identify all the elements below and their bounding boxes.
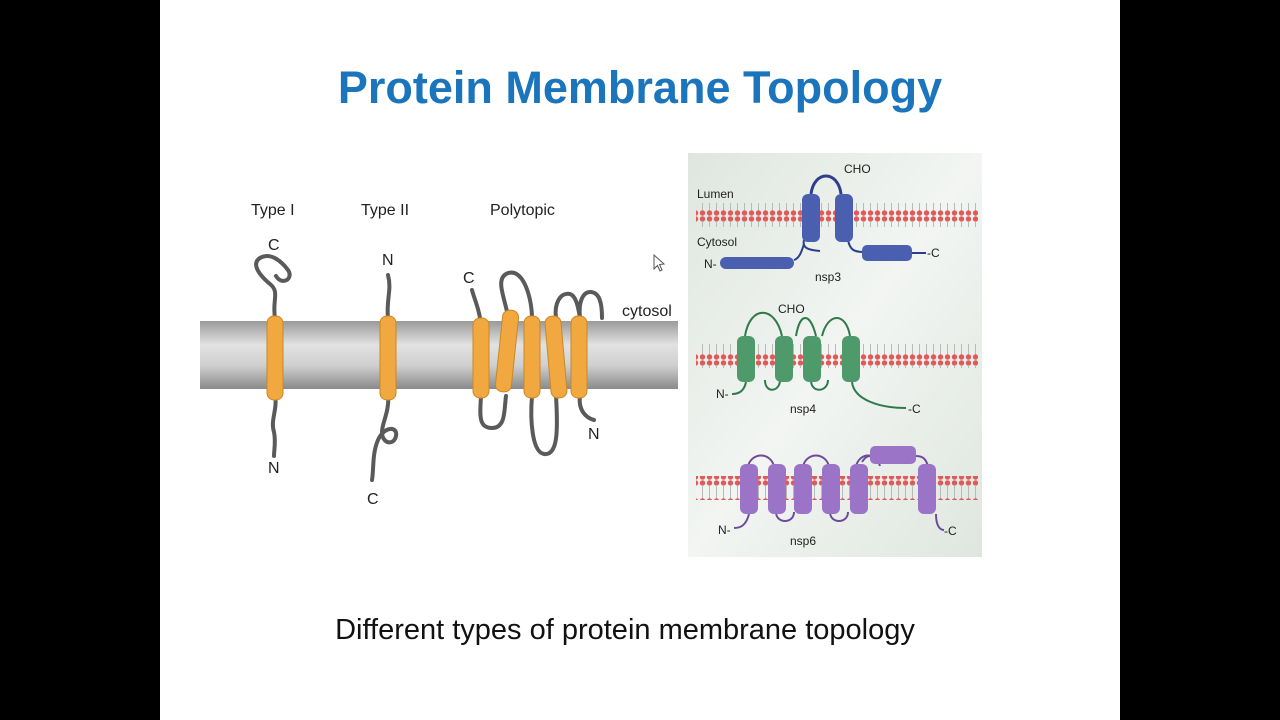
nsp4-glyco-label: CHO (778, 302, 805, 316)
mouse-cursor-icon (653, 253, 666, 272)
nsp4-c-terminus: -C (908, 402, 921, 416)
polytopic-c-terminus: C (463, 270, 475, 287)
nsp-topology-panel: Lumen Cytosol CHO N- -C nsp3 (688, 153, 982, 557)
nsp4-label: nsp4 (790, 402, 816, 416)
lumen-label: Lumen (697, 187, 734, 201)
slide-caption: Different types of protein membrane topo… (335, 614, 915, 646)
type2-label: Type II (361, 202, 409, 219)
nsp6-n-terminus: N- (718, 523, 731, 537)
type1-label: Type I (251, 202, 295, 219)
slide-title: Protein Membrane Topology (337, 62, 943, 113)
type1-c-terminus: C (268, 237, 280, 254)
nsp6-c-terminus: -C (944, 524, 957, 538)
polytopic-protein: C N (463, 270, 604, 456)
nsp3-c-terminus: -C (927, 246, 940, 260)
nsp4-n-terminus: N- (716, 387, 729, 401)
cytosol-label: cytosol (622, 303, 672, 320)
type2-c-terminus: C (367, 491, 379, 508)
nsp3-label: nsp3 (815, 270, 841, 284)
nsp4-diagram: CHO N- -C nsp4 (696, 302, 978, 416)
nsp3-n-terminus: N- (704, 257, 717, 271)
type2-protein: N C (367, 252, 399, 508)
nsp3-diagram: Lumen Cytosol CHO N- -C nsp3 (696, 162, 978, 284)
topology-diagram: Type I Type II Polytopic cytosol C N N C (200, 153, 982, 557)
polytopic-label: Polytopic (490, 202, 555, 219)
type1-n-terminus: N (268, 460, 280, 477)
polytopic-n-terminus: N (588, 426, 600, 443)
type1-protein: C N (254, 237, 292, 477)
nsp3-glyco-label: CHO (844, 162, 871, 176)
nsp6-diagram: N- -C nsp6 (696, 446, 978, 548)
slide: Protein Membrane Topology Type I Type (160, 0, 1120, 720)
nsp6-label: nsp6 (790, 534, 816, 548)
type2-n-terminus: N (382, 252, 394, 269)
cytosol-side-label: Cytosol (697, 235, 737, 249)
